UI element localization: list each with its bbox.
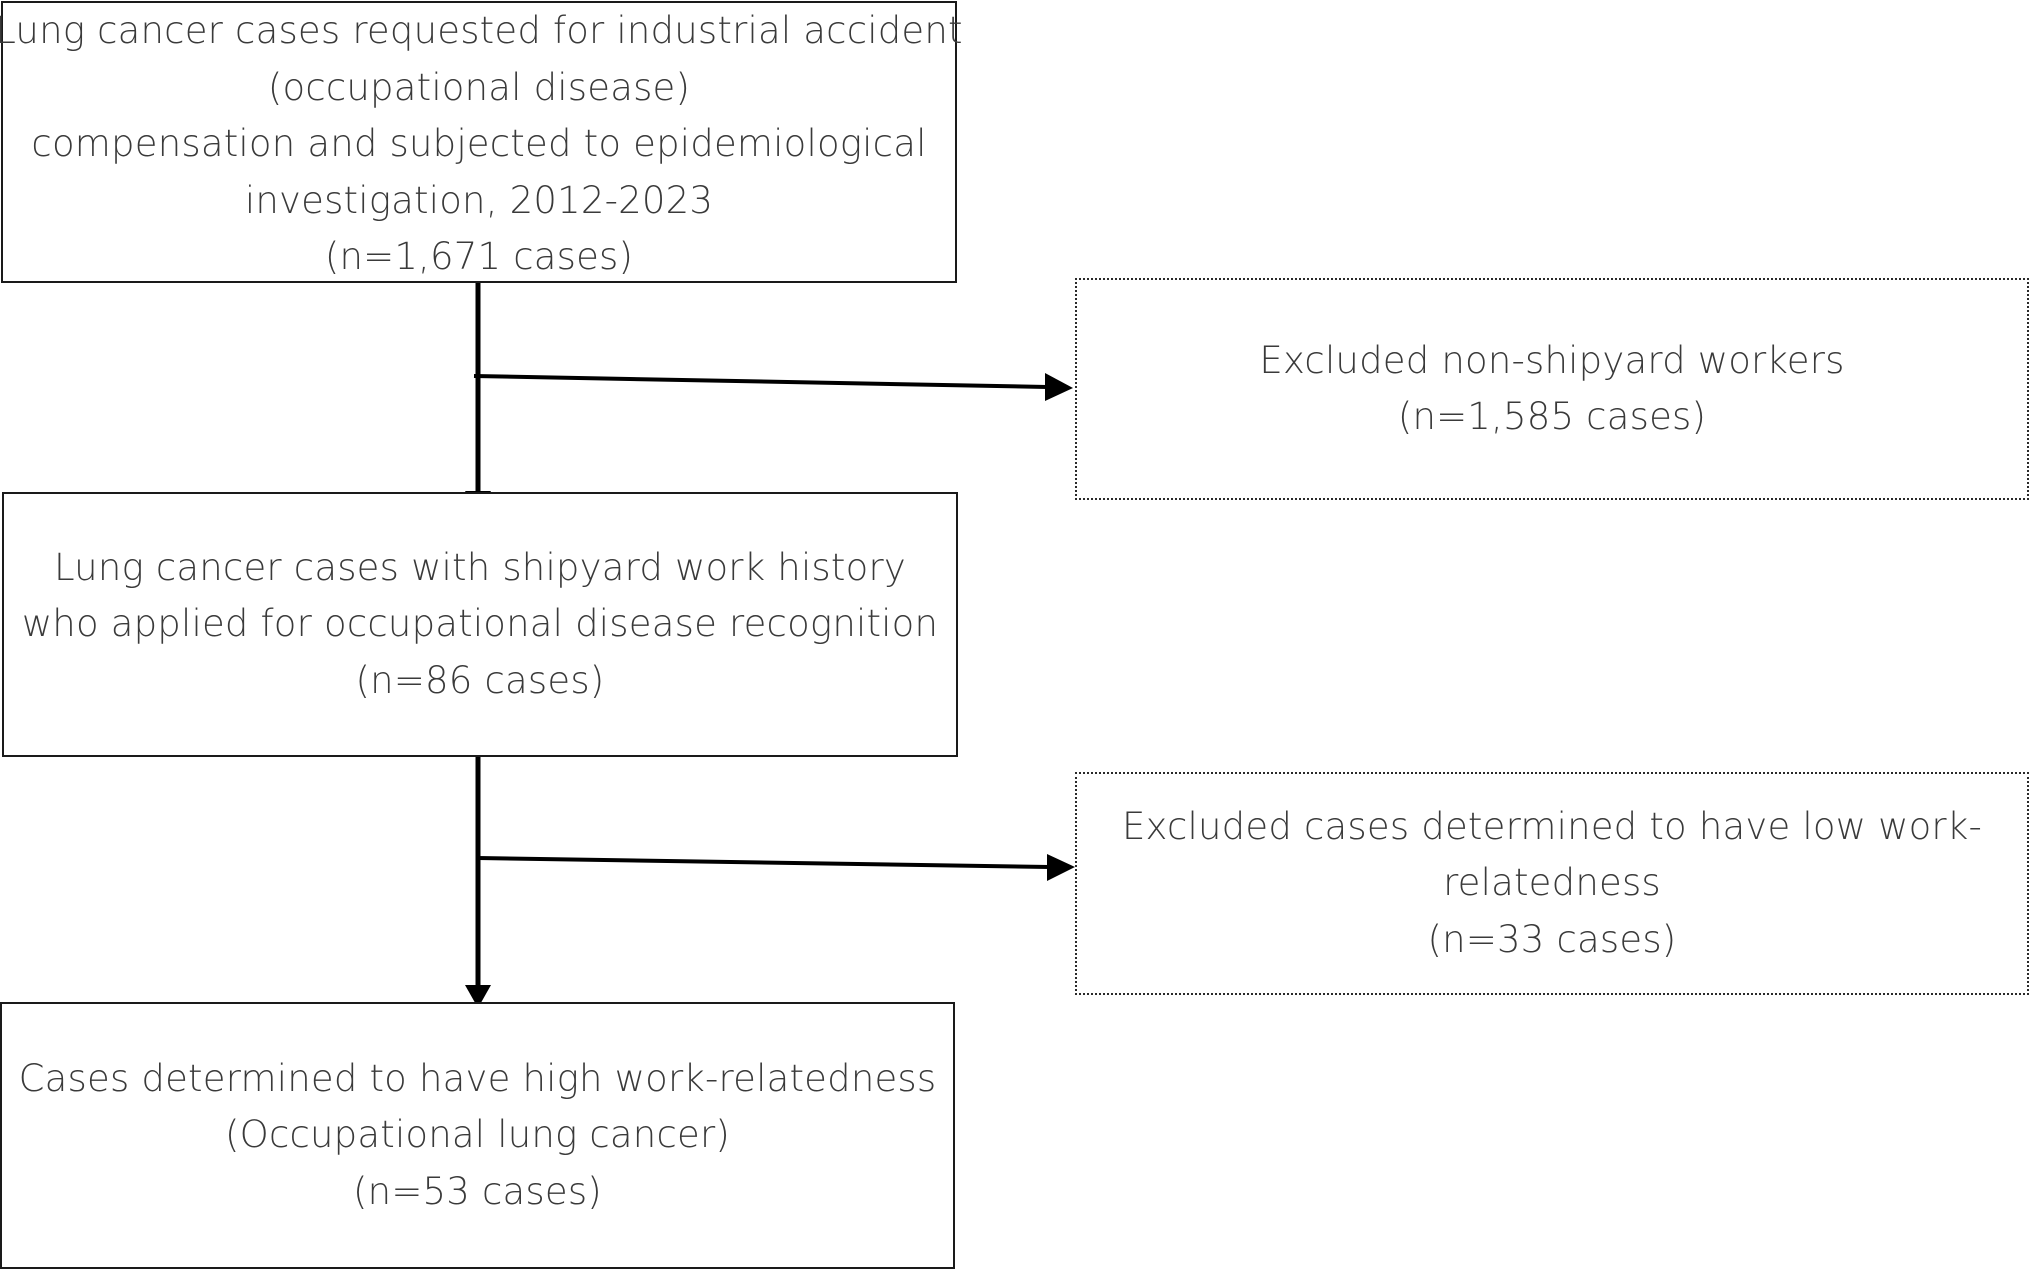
initial-cases-text: Lung cancer cases requested for industri… <box>0 3 963 286</box>
shipyard-cases-line-1: Lung cancer cases with shipyard work his… <box>54 545 906 589</box>
high-relatedness-line-2: (Occupational lung cancer) <box>224 1113 730 1157</box>
arrow-to-excluded-low-relatedness <box>477 854 1075 881</box>
shipyard-cases-text: Lung cancer cases with shipyard work his… <box>22 540 938 710</box>
shipyard-cases-count: (n=86 cases) <box>355 658 605 702</box>
excluded-non-shipyard-box: Excluded non-shipyard workers (n=1,585 c… <box>1075 278 2029 500</box>
arrow-to-excluded-non-shipyard <box>473 373 1073 401</box>
initial-cases-line-1: Lung cancer cases requested for industri… <box>0 9 963 52</box>
excluded-non-shipyard-text: Excluded non-shipyard workers (n=1,585 c… <box>1259 333 1844 446</box>
shipyard-cases-line-2: who applied for occupational disease rec… <box>21 602 939 646</box>
excluded-low-relatedness-line-1: Excluded cases determined to have low wo… <box>1121 804 1983 848</box>
excluded-low-relatedness-count: (n=33 cases) <box>1427 917 1677 961</box>
arrow-shipyard-to-final <box>465 757 491 1008</box>
excluded-low-relatedness-text: Excluded cases determined to have low wo… <box>1122 799 1982 969</box>
initial-cases-line-2: (occupational disease) <box>267 65 691 109</box>
excluded-non-shipyard-label: Excluded non-shipyard workers <box>1259 338 1845 382</box>
initial-cases-count: (n=1,671 cases) <box>324 235 634 278</box>
excluded-low-relatedness-line-2: relatedness <box>1443 861 1661 905</box>
shipyard-cases-box: Lung cancer cases with shipyard work his… <box>2 492 958 757</box>
high-relatedness-box: Cases determined to have high work-relat… <box>0 1002 955 1269</box>
initial-cases-box: Lung cancer cases requested for industri… <box>0 1 963 283</box>
excluded-non-shipyard-count: (n=1,585 cases) <box>1397 395 1707 438</box>
excluded-low-relatedness-box: Excluded cases determined to have low wo… <box>1075 772 2029 995</box>
high-relatedness-text: Cases determined to have high work-relat… <box>19 1051 937 1221</box>
high-relatedness-line-1: Cases determined to have high work-relat… <box>18 1056 937 1100</box>
high-relatedness-count: (n=53 cases) <box>353 1169 602 1213</box>
initial-cases-line-3: compensation and subjected to epidemiolo… <box>31 122 927 165</box>
initial-cases-line-4: investigation, 2012-2023 <box>244 178 714 222</box>
arrow-top-to-shipyard <box>465 268 491 514</box>
